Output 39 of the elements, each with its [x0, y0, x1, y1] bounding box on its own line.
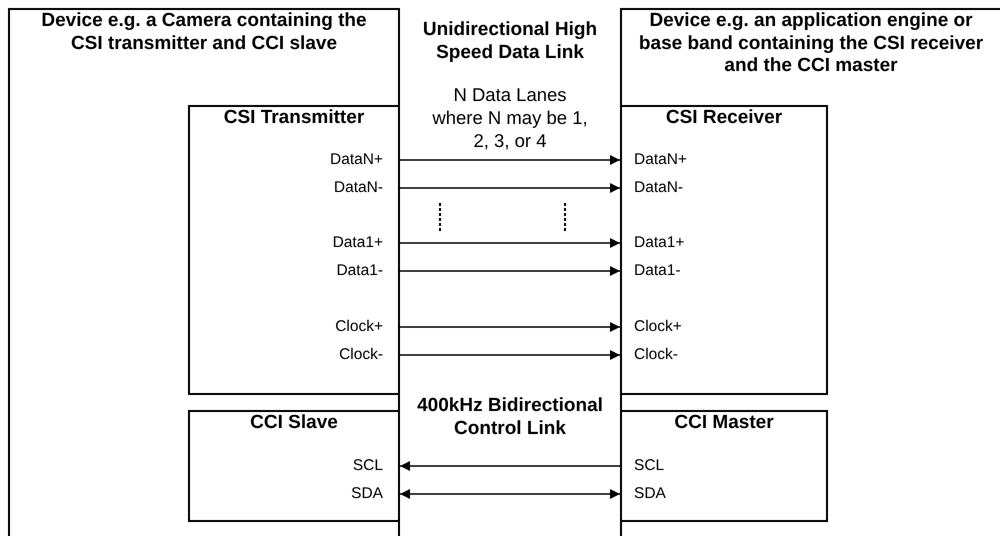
box-heading: Device e.g. an application engine or base band containing the CSI receiver and the CCI master: [638, 10, 984, 78]
pin-label: Data1+: [634, 233, 684, 253]
pin-label: Clock+: [335, 317, 383, 337]
arrow: [400, 489, 620, 499]
pin-label: Clock-: [339, 345, 383, 365]
pin-label: Clock-: [634, 345, 678, 365]
link-note: N Data Lanes where N may be 1, 2, 3, or 4: [431, 83, 589, 152]
pin-label: DataN+: [634, 150, 687, 170]
module-box: [188, 105, 400, 395]
arrow: [400, 322, 620, 332]
box-heading: CCI Master: [673, 412, 775, 434]
link-title: Unidirectional High Speed Data Link: [422, 18, 598, 64]
pin-label: SDA: [634, 484, 666, 504]
box-heading: Device e.g. a Camera containing the CSI transmitter and CCI slave: [40, 10, 368, 55]
module-box: [620, 105, 828, 395]
box-heading: CCI Slave: [249, 412, 339, 434]
pin-label: DataN-: [634, 178, 684, 198]
box-heading: CSI Receiver: [664, 107, 784, 130]
pin-label: DataN+: [330, 150, 383, 170]
arrow: [400, 461, 620, 471]
pin-label: Data1-: [634, 261, 681, 281]
pin-label: Data1+: [332, 233, 383, 253]
arrow: [400, 238, 620, 248]
pin-label: SDA: [351, 484, 383, 504]
device-panel: [620, 8, 1000, 536]
pin-label: Data1-: [336, 261, 383, 281]
device-panel: [8, 8, 400, 536]
pin-label: Clock+: [634, 317, 682, 337]
arrow: [400, 350, 620, 360]
pin-label: SCL: [634, 456, 664, 476]
link-title: 400kHz Bidirectional Control Link: [416, 394, 604, 440]
pin-label: DataN-: [334, 178, 383, 198]
box-heading: CSI Transmitter: [222, 107, 366, 130]
pin-label: SCL: [352, 456, 383, 476]
arrow: [400, 266, 620, 276]
arrow: [400, 183, 620, 193]
module-box: [188, 410, 400, 522]
module-box: [620, 410, 828, 522]
arrow: [400, 155, 620, 165]
